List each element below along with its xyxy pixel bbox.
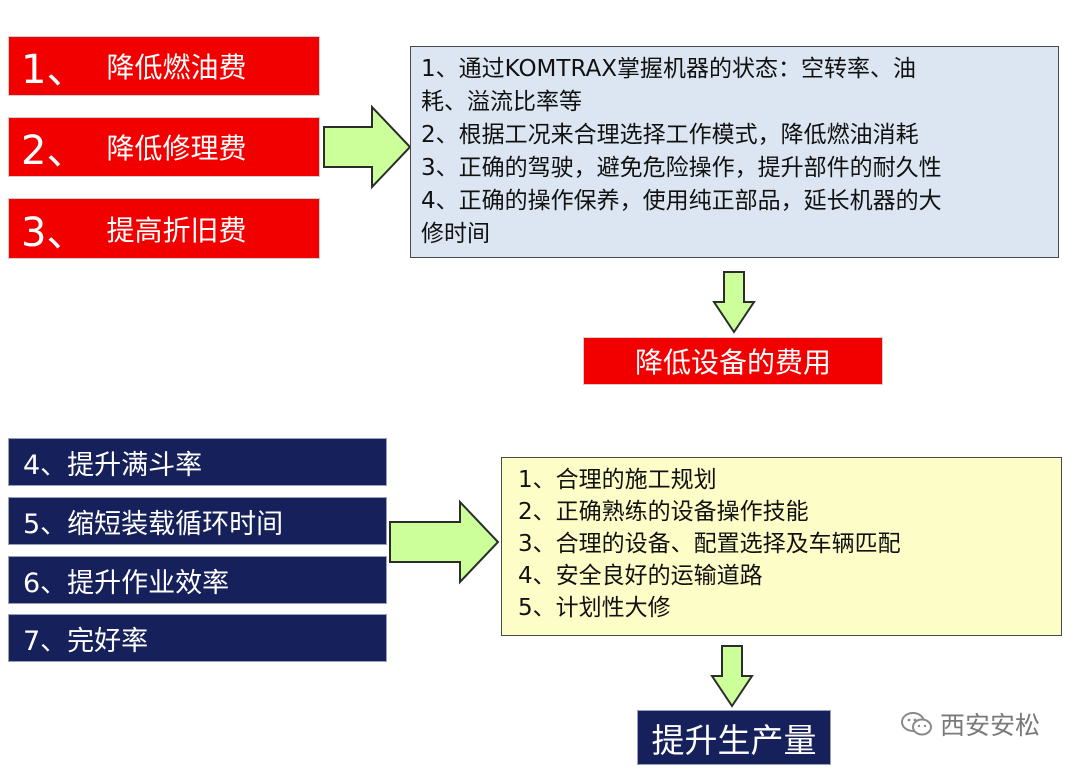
cost-measure-line: 4、正确的操作保养，使用纯正部品，延长机器的大 [421,188,942,214]
efficiency-measure-line: 5、计划性大修 [518,595,671,621]
cost-measure-line: 3、正确的驾驶，避免危险操作，提升部件的耐久性 [421,155,942,181]
efficiency-measures-panel: 1、合理的施工规划 2、正确熟练的设备操作技能 3、合理的设备、配置选择及车辆匹… [501,457,1062,636]
cost-item-1: 1、 降低燃油费 [8,36,320,96]
efficiency-measure-line: 2、正确熟练的设备操作技能 [518,499,809,525]
wechat-icon [901,712,932,736]
efficiency-measure-line: 4、安全良好的运输道路 [518,563,763,589]
efficiency-item-4: 4、提升满斗率 [8,438,387,486]
cost-measure-line: 2、根据工况来合理选择工作模式，降低燃油消耗 [421,122,919,148]
cost-item-3-label: 提高折旧费 [106,213,247,247]
cost-item-2-label: 降低修理费 [106,132,247,165]
arrow-right-bottom-icon [389,499,500,585]
cost-item-3: 3、 提高折旧费 [8,198,320,259]
cost-result: 降低设备的费用 [583,337,883,385]
cost-measure-line: 1、通过KOMTRAX掌握机器的状态：空转率、油 [421,56,916,82]
efficiency-result: 提升生产量 [637,710,831,765]
watermark: 西安安松 [900,706,1040,742]
cost-item-2-number: 2、 [21,128,87,174]
cost-measure-line: 耗、溢流比率等 [421,89,582,115]
efficiency-item-6: 6、提升作业效率 [8,556,387,604]
cost-item-1-number: 1、 [21,47,87,93]
efficiency-measure-line: 1、合理的施工规划 [518,467,717,493]
arrow-right-top-icon [323,104,412,190]
arrow-down-bottom-icon [710,645,754,708]
efficiency-item-5: 5、缩短装载循环时间 [8,497,387,545]
cost-measures-panel: 1、通过KOMTRAX掌握机器的状态：空转率、油 耗、溢流比率等 2、根据工况来… [410,46,1059,258]
efficiency-measure-line: 3、合理的设备、配置选择及车辆匹配 [518,531,901,557]
cost-item-2: 2、 降低修理费 [8,117,320,177]
cost-measure-line: 修时间 [421,221,490,247]
watermark-text: 西安安松 [940,711,1041,740]
arrow-down-top-icon [712,271,756,334]
efficiency-item-7: 7、完好率 [8,614,387,662]
cost-item-1-label: 降低燃油费 [106,51,247,84]
cost-item-3-number: 3、 [21,209,87,256]
